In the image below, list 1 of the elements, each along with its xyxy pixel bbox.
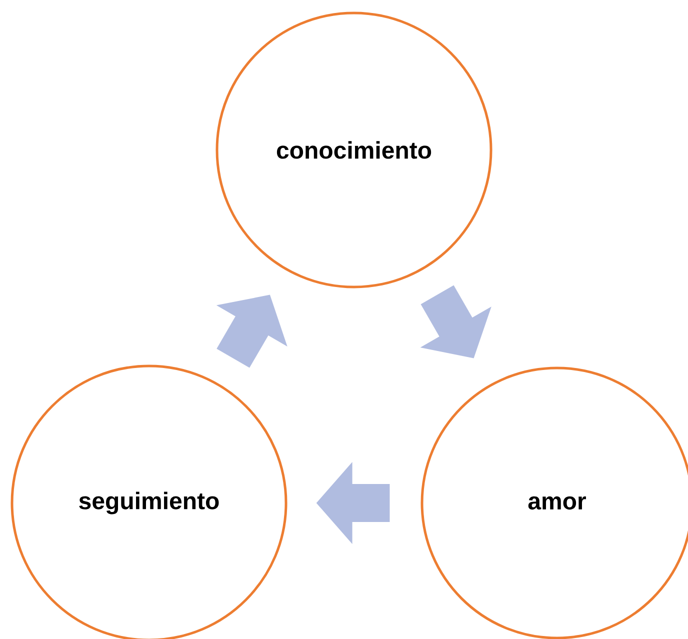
- circle-node: conocimiento: [216, 12, 492, 288]
